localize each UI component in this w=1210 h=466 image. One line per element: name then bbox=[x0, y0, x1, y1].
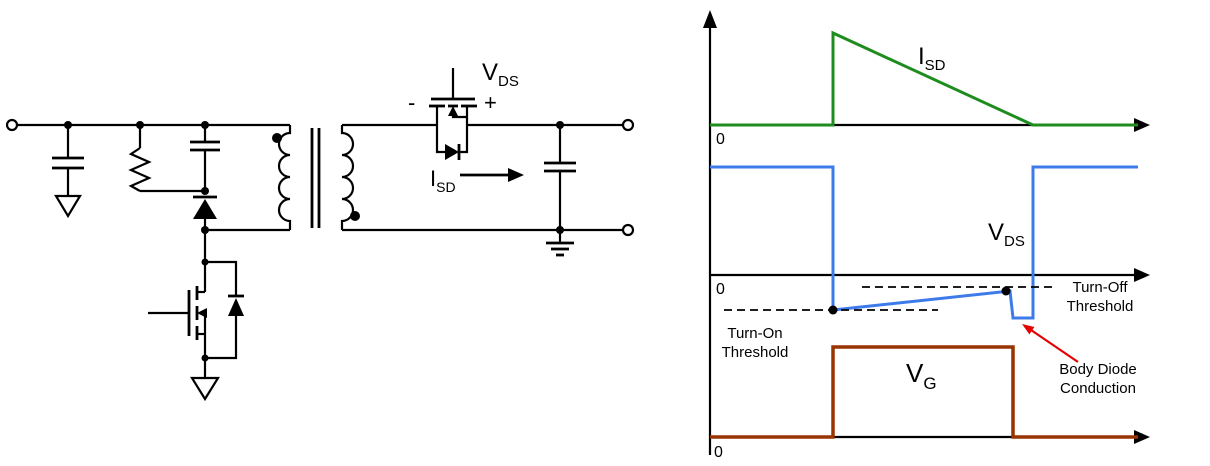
vg-zero-label: 0 bbox=[714, 444, 723, 461]
axis-arrow-right-icon bbox=[1134, 118, 1150, 132]
wire bbox=[435, 125, 445, 154]
body-lead bbox=[451, 114, 467, 119]
body-diode-triangle bbox=[445, 144, 459, 160]
ground-symbol bbox=[54, 194, 82, 219]
body-diode-pointer-arrow bbox=[1030, 329, 1079, 363]
snubber-capacitor bbox=[190, 125, 220, 191]
vds-circuit-label: VDS bbox=[482, 59, 519, 90]
flyback-circuit-schematic: - + VDS ISD bbox=[5, 59, 635, 402]
turn-off-threshold-label-line1: Turn-Off bbox=[1072, 279, 1128, 296]
primary-switch-mosfet bbox=[148, 230, 244, 402]
body-diode-arrow-head-icon bbox=[1022, 324, 1035, 335]
isd-zero-label: 0 bbox=[716, 131, 725, 148]
vds-zero-label: 0 bbox=[716, 281, 725, 298]
diode-triangle bbox=[193, 199, 217, 219]
primary-winding bbox=[277, 125, 292, 230]
resistor-zigzag bbox=[128, 147, 152, 192]
isd-waveform bbox=[710, 30, 1138, 127]
secondary-phase-dot bbox=[350, 211, 360, 221]
body-diode-triangle bbox=[228, 298, 244, 316]
wire bbox=[459, 125, 469, 154]
axis-arrow-up-icon bbox=[703, 10, 717, 28]
input-terminal bbox=[5, 118, 290, 132]
wire bbox=[205, 260, 238, 296]
body-diode-label-line2: Conduction bbox=[1060, 380, 1136, 397]
vds-plot-label: VDS bbox=[988, 219, 1025, 250]
secondary-rails bbox=[342, 123, 623, 232]
sync-rectifier-mosfet bbox=[429, 68, 477, 160]
input-capacitor bbox=[52, 125, 84, 219]
axis-arrow-right-icon bbox=[1134, 430, 1150, 444]
snubber-resistor bbox=[128, 125, 205, 193]
wire bbox=[205, 316, 238, 360]
ground-symbol bbox=[190, 376, 220, 402]
vds-plus-label: + bbox=[484, 90, 497, 115]
transformer bbox=[272, 125, 360, 230]
isd-plot-label: ISD bbox=[918, 43, 946, 74]
waveform-plots: 0 0 0 ISD VDS VG Turn-On Threshold Turn-… bbox=[703, 10, 1150, 461]
isd-current-arrow bbox=[460, 168, 524, 182]
turn-on-threshold-label-line1: Turn-On bbox=[727, 325, 782, 342]
secondary-winding bbox=[340, 125, 355, 230]
vg-waveform bbox=[710, 345, 1138, 439]
turn-off-crossing-dot bbox=[1001, 286, 1011, 296]
turn-on-crossing-dot bbox=[828, 305, 838, 315]
vds-minus-label: - bbox=[408, 90, 415, 115]
output-terminal-positive bbox=[621, 118, 635, 132]
output-terminal-negative bbox=[621, 223, 635, 237]
vg-plot-label: VG bbox=[906, 358, 937, 393]
clamp-diode bbox=[193, 195, 290, 232]
arrow-head-icon bbox=[508, 168, 524, 182]
output-capacitor bbox=[544, 125, 576, 257]
primary-phase-dot bbox=[272, 133, 282, 143]
axis-arrow-right-icon bbox=[1134, 268, 1150, 282]
body-diode-label-line1: Body Diode bbox=[1059, 361, 1137, 378]
body-arrow-icon bbox=[448, 106, 458, 116]
vds-waveform bbox=[710, 165, 1138, 320]
turn-on-threshold-label-line2: Threshold bbox=[722, 344, 789, 361]
isd-circuit-label: ISD bbox=[430, 166, 456, 195]
turn-off-threshold-label-line2: Threshold bbox=[1067, 298, 1134, 315]
input-terminal-circle bbox=[5, 118, 19, 132]
